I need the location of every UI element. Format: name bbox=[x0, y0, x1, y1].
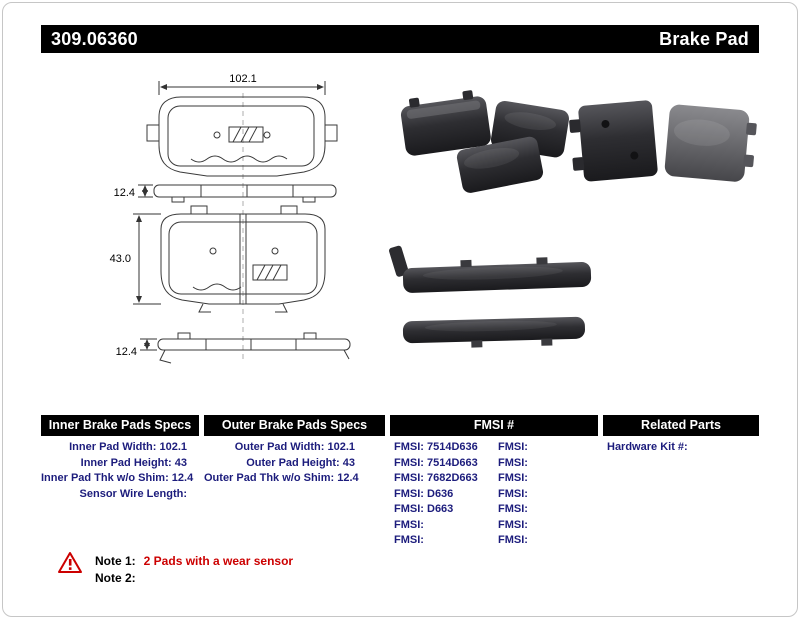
fmsi-value-right: FMSI: bbox=[498, 472, 528, 484]
pad-edge-view-top-drawing bbox=[153, 184, 337, 203]
outer-spec-row: Outer Pad Width: 102.1 bbox=[234, 441, 355, 453]
note-1-label: Note 1: bbox=[95, 554, 136, 568]
fmsi-value-right: FMSI: bbox=[498, 518, 528, 531]
fmsi-row: FMSI: D636 FMSI: bbox=[390, 487, 598, 503]
fmsi-value-right: FMSI: bbox=[498, 503, 528, 515]
related-parts-column: Related Parts Hardware Kit #: bbox=[603, 415, 759, 456]
fmsi-value-right: FMSI: bbox=[498, 456, 528, 469]
fmsi-header: FMSI # bbox=[390, 415, 598, 436]
inner-spec-row: Inner Pad Thk w/o Shim: 12.4 bbox=[41, 472, 194, 484]
inner-spec-row: Sensor Wire Length: bbox=[79, 487, 187, 500]
dim-label-height: 43.0 bbox=[109, 253, 131, 265]
pad-photo-long-with-sensor bbox=[389, 245, 592, 293]
related-parts-row: Hardware Kit #: bbox=[607, 441, 688, 453]
inner-pad-front-view-drawing bbox=[160, 205, 326, 313]
dim-height-arrows bbox=[133, 213, 161, 305]
inner-specs-column: Inner Brake Pads Specs Inner Pad Width: … bbox=[41, 415, 199, 502]
inner-specs-header: Inner Brake Pads Specs bbox=[41, 415, 199, 436]
title-bar: 309.06360 Brake Pad bbox=[41, 25, 759, 53]
technical-drawing-area bbox=[41, 59, 763, 416]
outer-pad-top-view-drawing bbox=[146, 96, 338, 177]
pad-photo-5-friction-surface bbox=[664, 104, 757, 182]
fmsi-value-left: FMSI: 7514D636 bbox=[394, 441, 478, 453]
brake-pad-drawing-svg bbox=[133, 81, 757, 364]
fmsi-value-right: FMSI: bbox=[498, 487, 528, 500]
dim-label-width: 102.1 bbox=[229, 73, 257, 85]
notes-section: Note 1: 2 Pads with a wear sensor Note 2: bbox=[57, 551, 293, 587]
part-number: 309.06360 bbox=[51, 28, 138, 49]
dim-thk-bottom-arrows bbox=[140, 338, 157, 351]
fmsi-row: FMSI: 7682D663 FMSI: bbox=[390, 471, 598, 487]
fmsi-value-left: FMSI: bbox=[394, 518, 424, 531]
pad-photo-1 bbox=[400, 90, 491, 156]
note-2-label: Note 2: bbox=[95, 571, 136, 585]
note-2: Note 2: bbox=[95, 570, 293, 587]
related-parts-header: Related Parts bbox=[603, 415, 759, 436]
fmsi-column: FMSI # FMSI: 7514D636 FMSI: FMSI: 7514D6… bbox=[390, 415, 598, 549]
fmsi-row: FMSI: D663 FMSI: bbox=[390, 502, 598, 518]
fmsi-row: FMSI: FMSI: bbox=[390, 518, 598, 534]
dim-label-thk-top: 12.4 bbox=[113, 187, 135, 199]
pad-photo-4-backing-plate bbox=[569, 100, 658, 182]
dim-thk-top-arrows bbox=[138, 184, 153, 198]
dim-width-arrows bbox=[158, 81, 326, 95]
fmsi-value-left: FMSI: bbox=[394, 534, 424, 546]
note-1-text: 2 Pads with a wear sensor bbox=[143, 554, 294, 568]
product-title: Brake Pad bbox=[659, 28, 749, 49]
fmsi-value-right: FMSI: bbox=[498, 534, 528, 546]
fmsi-value-left: FMSI: 7682D663 bbox=[394, 472, 478, 484]
inner-spec-row: Inner Pad Height: 43 bbox=[80, 456, 187, 469]
fmsi-value-right: FMSI: bbox=[498, 441, 528, 453]
warning-icon bbox=[57, 551, 83, 579]
outer-specs-column: Outer Brake Pads Specs Outer Pad Width: … bbox=[204, 415, 385, 487]
pad-photo-3 bbox=[456, 136, 544, 193]
pad-photo-long-plain bbox=[402, 316, 585, 348]
pad-edge-view-bottom-drawing bbox=[157, 332, 351, 364]
note-1: Note 1: 2 Pads with a wear sensor bbox=[95, 553, 293, 570]
fmsi-row: FMSI: FMSI: bbox=[390, 533, 598, 549]
outer-spec-row: Outer Pad Height: 43 bbox=[246, 456, 355, 469]
outer-specs-header: Outer Brake Pads Specs bbox=[204, 415, 385, 436]
fmsi-row: FMSI: 7514D663 FMSI: bbox=[390, 456, 598, 472]
outer-spec-row: Outer Pad Thk w/o Shim: 12.4 bbox=[204, 472, 359, 484]
fmsi-value-left: FMSI: D636 bbox=[394, 487, 454, 500]
dim-label-thk-bottom: 12.4 bbox=[115, 346, 137, 358]
inner-spec-row: Inner Pad Width: 102.1 bbox=[69, 441, 187, 453]
fmsi-row: FMSI: 7514D636 FMSI: bbox=[390, 440, 598, 456]
fmsi-value-left: FMSI: D663 bbox=[394, 503, 454, 515]
fmsi-value-left: FMSI: 7514D663 bbox=[394, 456, 478, 469]
